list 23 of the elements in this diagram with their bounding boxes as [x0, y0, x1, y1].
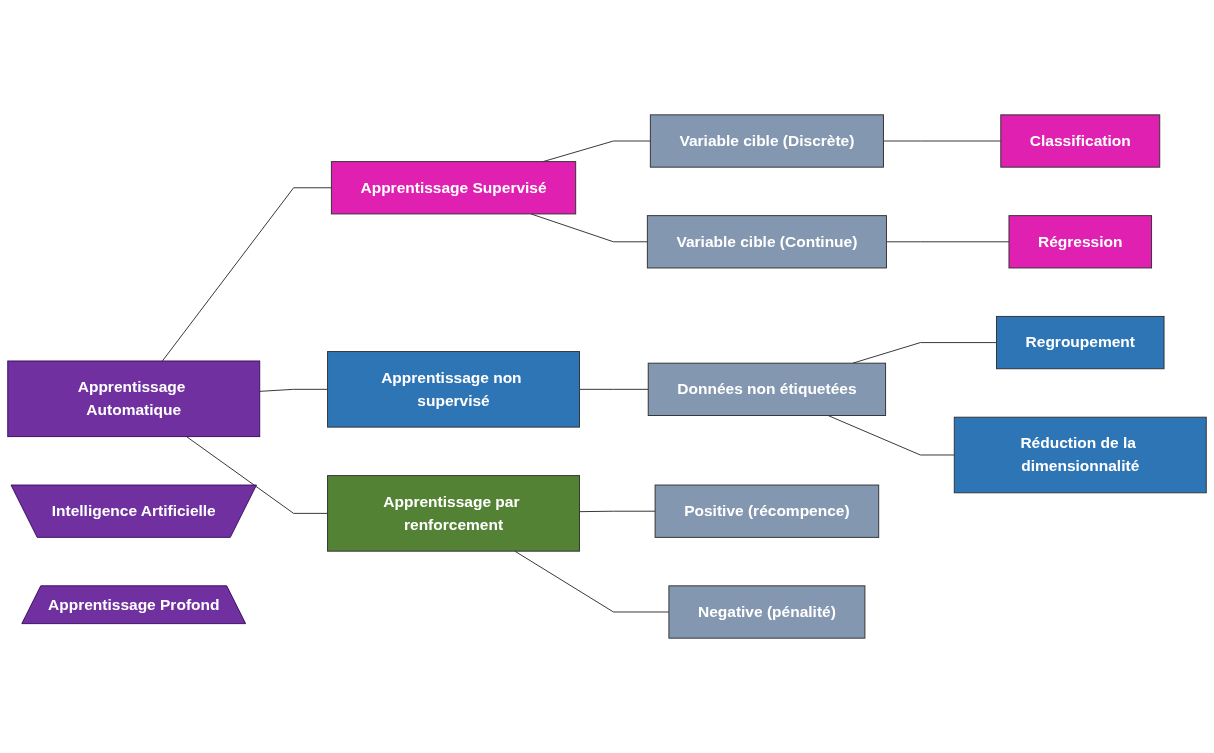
connector	[514, 550, 670, 613]
connector	[882, 140, 1002, 142]
connector	[186, 436, 329, 514]
node-box: Apprentissage Supervisé	[330, 161, 577, 215]
node-box: Positive (récompence)	[654, 484, 880, 538]
node-box: Regroupement	[996, 315, 1165, 370]
connector	[852, 342, 997, 364]
connector	[259, 388, 329, 392]
node-box: Apprentissage par renforcement	[327, 475, 580, 552]
connector	[579, 510, 656, 513]
node-box: Apprentissage Automatique	[7, 360, 261, 438]
connector	[579, 388, 649, 390]
connector	[161, 187, 332, 362]
connector	[885, 241, 1010, 243]
connector	[827, 415, 955, 456]
node-box: Classification	[1000, 114, 1161, 168]
node-box: Régression	[1008, 215, 1153, 269]
node-box: Données non étiquetées	[647, 362, 887, 416]
node-box: Réduction de la dimensionnalité	[953, 416, 1207, 494]
node-box: Variable cible (Continue)	[646, 215, 887, 269]
node-box: Apprentissage non supervisé	[327, 351, 580, 428]
node-box: Negative (pénalité)	[668, 585, 866, 639]
node-box: Variable cible (Discrète)	[649, 114, 884, 168]
